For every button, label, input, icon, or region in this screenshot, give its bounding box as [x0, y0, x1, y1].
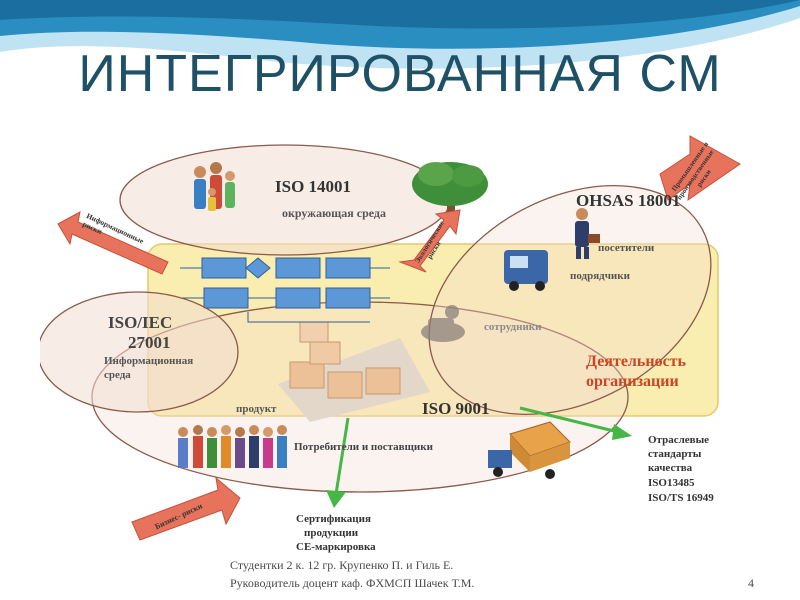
iso27001-label-line2: 27001: [128, 333, 171, 352]
slide-title: ИНТЕГРИРОВАННАЯ СМ: [78, 45, 722, 103]
employees-label: сотрудники: [484, 321, 542, 333]
industry-standards-line4: ISO13485: [648, 477, 695, 489]
environment-label: окружающая среда: [282, 206, 386, 220]
product-boxes-illustration: [278, 321, 430, 422]
process-flow-illustration: [180, 257, 390, 323]
delivery-truck-icon: [488, 421, 571, 479]
organization-activity-line1: Деятельность: [586, 353, 687, 370]
iso9001-label: ISO 9001: [422, 399, 490, 418]
diagram-svg: ISO 14001 окружающая среда OHSAS 18001 п…: [37, 135, 741, 553]
product-label: продукт: [236, 403, 277, 415]
eco-risks-arrow: [398, 209, 461, 273]
consumers-crowd-icon: [178, 425, 287, 468]
organization-activity-line2: организации: [586, 373, 679, 390]
tree-icon: [412, 162, 488, 220]
top-wave-decoration: [0, 0, 800, 69]
info-environment-line2: среда: [104, 369, 131, 381]
visitors-label: посетители: [598, 242, 655, 254]
page-number: 4: [748, 576, 754, 590]
industry-standards-line1: Отраслевые: [648, 434, 709, 446]
ohsas-ellipse: [428, 185, 712, 415]
industry-standards-green-arrow: [519, 406, 632, 440]
footer-supervisor: Руководитель доцент каф. ФХМСП Шачек Т.М…: [230, 576, 475, 590]
employee-figure-icon: [421, 305, 465, 342]
iso27001-label-line1: ISO/IEC: [108, 313, 172, 332]
business-risks-arrow: [131, 476, 241, 541]
iso14001-label: ISO 14001: [275, 177, 351, 196]
contractors-label: подрядчики: [570, 270, 631, 282]
integrated-system-diagram: ISO 14001 окружающая среда OHSAS 18001 п…: [37, 122, 747, 558]
industrial-risks-arrow: [659, 135, 741, 202]
certification-green-arrow: [326, 417, 350, 508]
industry-standards-line3: качества: [648, 462, 693, 474]
ohsas-label: OHSAS 18001: [576, 191, 680, 210]
certification-line3: CE-маркировка: [296, 541, 376, 553]
certification-line1: Сертификация: [296, 513, 371, 525]
iso27001-ellipse: [37, 291, 239, 413]
certification-line2: продукции: [304, 527, 359, 539]
industry-standards-line2: стандарты: [648, 448, 702, 460]
industry-standards-line5: ISO/TS 16949: [648, 492, 714, 504]
iso14001-ellipse: [119, 144, 451, 256]
footer-authors: Студентки 2 к. 12 гр. Крупенко П. и Гиль…: [230, 558, 454, 572]
info-risks-arrow: [57, 211, 169, 275]
businessman-icon: [575, 208, 600, 259]
family-people-icon: [194, 162, 235, 211]
visitor-vehicle-icon: [504, 250, 548, 291]
consumers-suppliers-label: Потребители и поставщики: [294, 441, 434, 453]
info-environment-line1: Информационная: [104, 355, 193, 367]
